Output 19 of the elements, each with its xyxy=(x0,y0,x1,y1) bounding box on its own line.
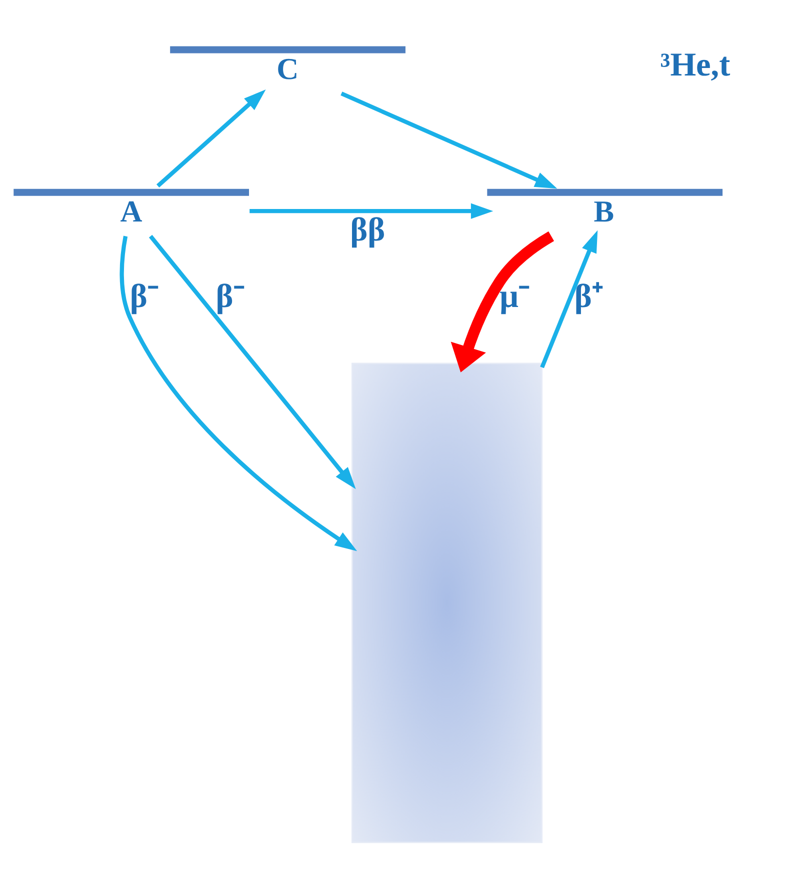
node-bar xyxy=(14,188,249,196)
arrow xyxy=(148,234,356,490)
arrow xyxy=(540,230,598,368)
node-label: C xyxy=(276,52,299,86)
node-label: A xyxy=(120,194,142,229)
label: ³He,t xyxy=(660,46,730,84)
arrow xyxy=(120,236,358,552)
edge-label: μ⁻ xyxy=(500,278,530,315)
arrow xyxy=(250,203,494,219)
node-bar xyxy=(170,46,406,54)
node-label: B xyxy=(594,194,614,229)
arrow xyxy=(340,92,558,189)
edge-label: β⁺ xyxy=(574,278,603,315)
arrow xyxy=(156,90,266,188)
node-bar xyxy=(487,188,723,196)
edge-label: β⁻ xyxy=(130,278,158,315)
edge-label: ββ xyxy=(350,211,386,248)
edge-label: β⁻ xyxy=(216,278,244,315)
node-box xyxy=(351,362,543,844)
